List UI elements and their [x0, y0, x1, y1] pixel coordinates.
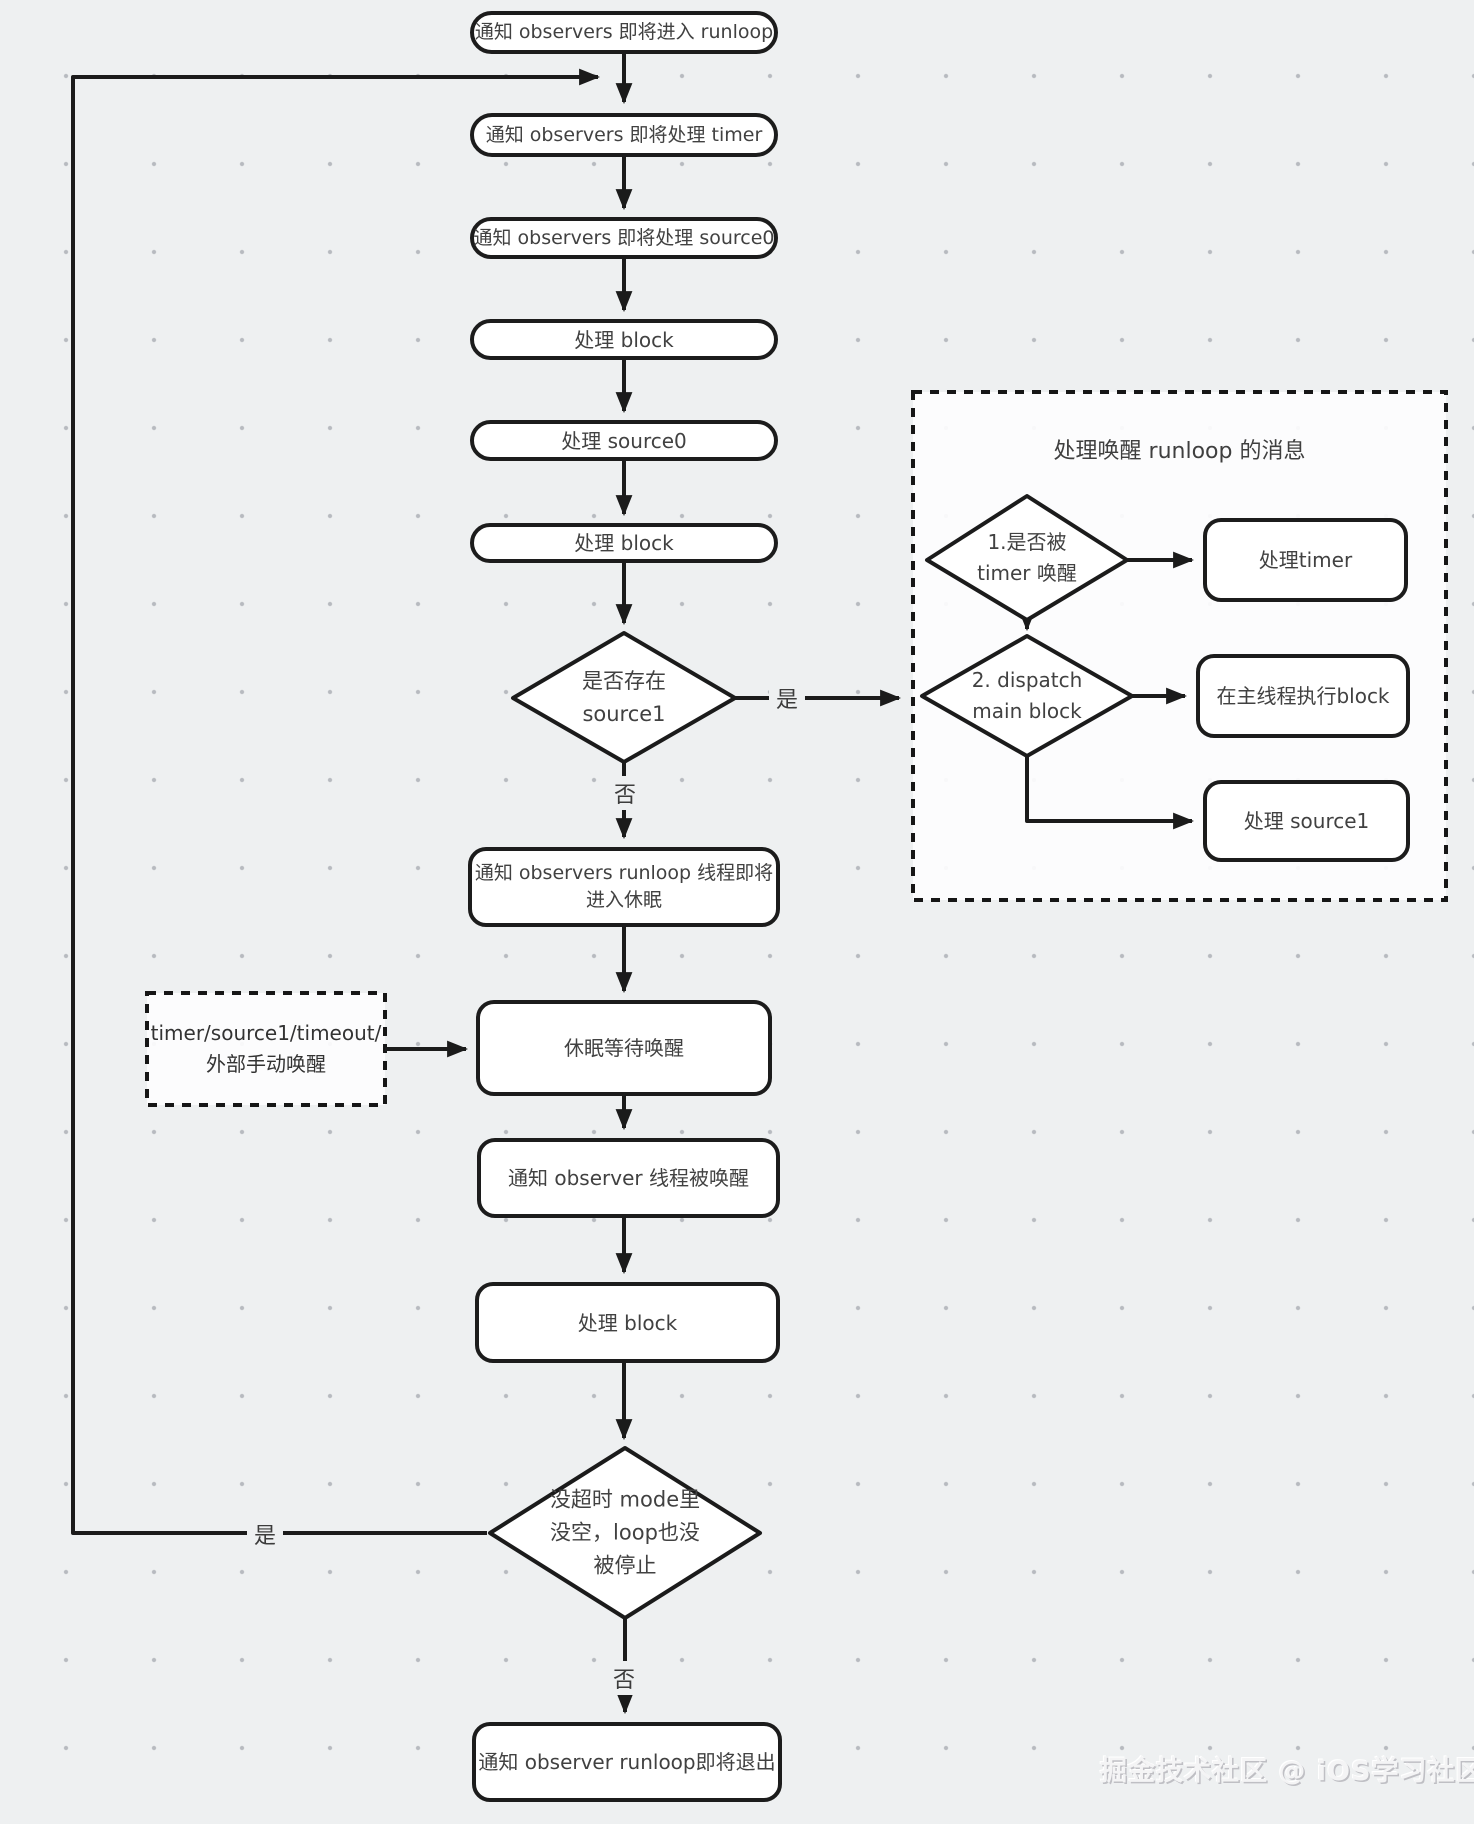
- node-label-line: 通知 observers runloop 线程即将: [474, 862, 774, 885]
- decision-continue-loop-label: 没超时 mode里 没空，loop也没 被停止: [550, 1484, 700, 1583]
- decision-has-source1-diamond: [511, 631, 737, 764]
- node-notify-enter-runloop: 通知 observers 即将进入 runloop: [470, 11, 778, 54]
- node-exec-block-on-main-thread: 在主线程执行block: [1196, 654, 1410, 738]
- node-label: 休眠等待唤醒: [564, 1036, 684, 1060]
- edge-label-yes-continue: 是: [246, 1517, 284, 1551]
- node-label: 通知 observer runloop即将退出: [478, 1750, 776, 1774]
- wake-sources-line: timer/source1/timeout/: [150, 1021, 382, 1045]
- node-label: 处理 block: [577, 1310, 678, 1335]
- decision-line: 2. dispatch: [971, 668, 1083, 692]
- decision-woken-by-timer-diamond: [925, 494, 1129, 622]
- decision-has-source1-label: 是否存在 source1: [582, 665, 666, 731]
- wake-sources-box-text: timer/source1/timeout/ 外部手动唤醒: [147, 993, 385, 1105]
- node-notify-will-exit: 通知 observer runloop即将退出: [472, 1722, 782, 1802]
- edge-label-no-continue: 否: [605, 1661, 643, 1695]
- decision-dispatch-main-block-label: 2. dispatch main block: [972, 665, 1083, 727]
- node-process-source0: 处理 source0: [470, 420, 778, 461]
- node-process-block-b: 处理 block: [470, 523, 778, 563]
- node-label: 处理 source0: [561, 428, 687, 453]
- wake-sources-line: 外部手动唤醒: [206, 1052, 326, 1076]
- node-label: 处理 block: [574, 531, 674, 555]
- node-label: 处理 block: [574, 327, 674, 352]
- decision-line: main block: [972, 699, 1082, 723]
- watermark: 掘金技术社区 @ iOS学习社区: [1100, 1756, 1474, 1787]
- decision-woken-by-timer-label: 1.是否被 timer 唤醒: [977, 527, 1077, 589]
- decision-line: 1.是否被: [987, 530, 1067, 554]
- node-label-line: 进入休眠: [585, 889, 662, 911]
- decision-dispatch-main-block-diamond: [920, 634, 1134, 758]
- node-process-block-a: 处理 block: [470, 319, 778, 360]
- decision-line: timer 唤醒: [977, 561, 1077, 585]
- wake-handlers-box-title: 处理唤醒 runloop 的消息: [1053, 439, 1306, 464]
- node-label: 通知 observers 即将处理 timer: [485, 123, 763, 146]
- edge-dispatch-to-process-source1: [1025, 756, 1195, 830]
- node-notify-thread-awake: 通知 observer 线程被唤醒: [477, 1138, 780, 1218]
- node-label: 处理 source1: [1243, 809, 1370, 833]
- decision-line: 是否存在: [582, 669, 666, 693]
- node-sleep-wait-wake: 休眠等待唤醒: [476, 1000, 772, 1096]
- decision-line: 没超时 mode里: [549, 1487, 701, 1512]
- wake-sources-dotted-box: [145, 991, 387, 1107]
- decision-line: 没空，loop也没: [550, 1520, 700, 1545]
- edge-label-no-source1: 否: [606, 776, 644, 810]
- node-label: 在主线程执行block: [1216, 684, 1390, 708]
- node-process-timer: 处理timer: [1203, 518, 1408, 602]
- edge-label-yes-source1: 是: [768, 681, 806, 715]
- decision-continue-loop-diamond: [488, 1446, 762, 1620]
- decision-line: 被停止: [593, 1553, 657, 1578]
- decision-line: source1: [582, 702, 666, 726]
- node-notify-will-process-source0: 通知 observers 即将处理 source0: [470, 217, 778, 259]
- node-notify-will-sleep: 通知 observers runloop 线程即将 进入休眠: [468, 847, 780, 927]
- node-label: 通知 observer 线程被唤醒: [508, 1166, 749, 1190]
- node-label: 处理timer: [1258, 548, 1353, 572]
- node-process-source1: 处理 source1: [1203, 780, 1410, 862]
- node-process-block-c: 处理 block: [475, 1282, 780, 1363]
- node-label: 通知 observers 即将处理 source0: [473, 226, 775, 249]
- node-notify-will-process-timer: 通知 observers 即将处理 timer: [470, 113, 778, 157]
- node-label: 通知 observers 即将进入 runloop: [474, 21, 774, 44]
